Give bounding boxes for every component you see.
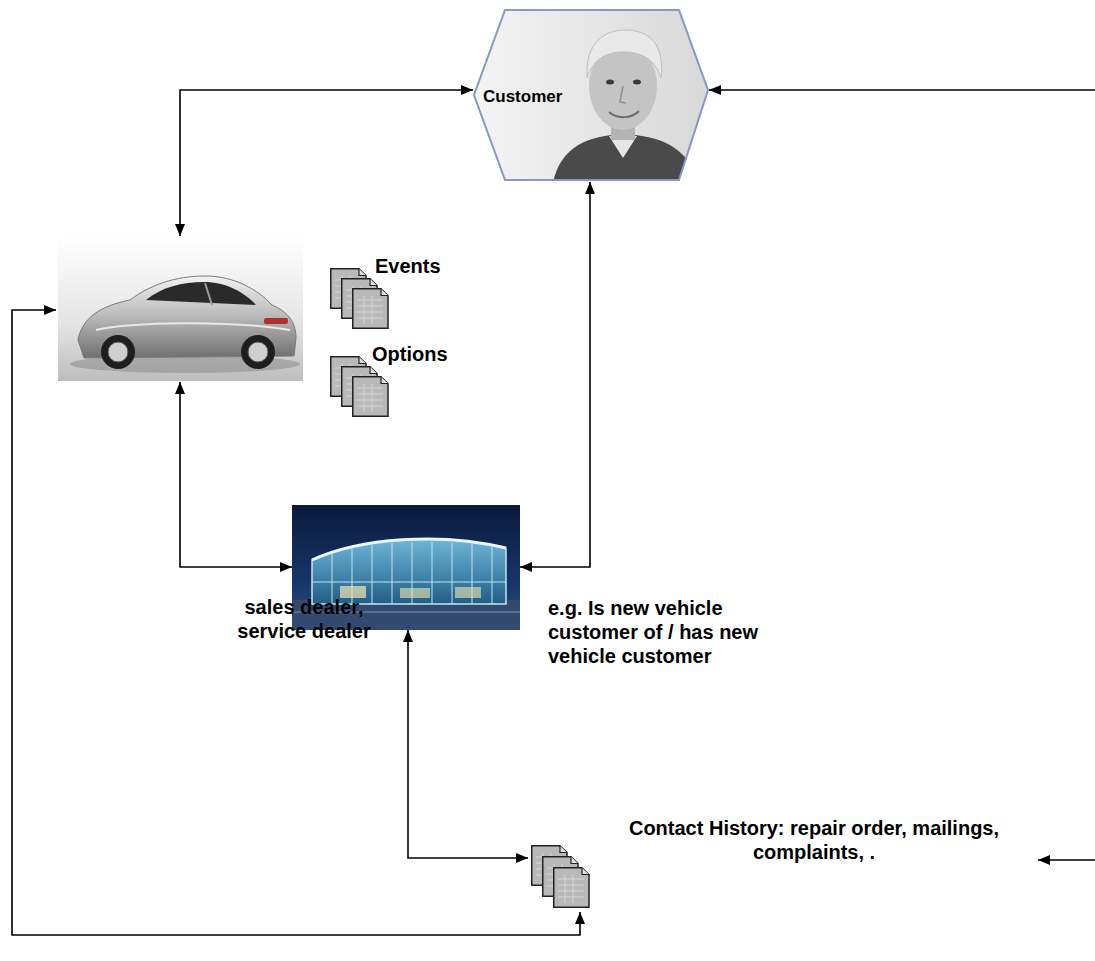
edge-label: e.g. Is new vehicle customer of / has ne… bbox=[548, 596, 793, 668]
node-text: Contact History: repair order, mailings,… bbox=[594, 816, 1034, 864]
contact-documents-icon bbox=[532, 846, 589, 908]
options-documents-icon bbox=[331, 357, 388, 417]
connector-arrow bbox=[520, 182, 590, 567]
node-text: Options bbox=[372, 342, 448, 366]
connector-arrow bbox=[12, 310, 580, 935]
node-text: sales dealer, service dealer bbox=[224, 595, 384, 643]
customer-hexagon: Customer bbox=[473, 8, 709, 182]
connector-arrow bbox=[180, 90, 473, 236]
node-text: Events bbox=[375, 254, 441, 278]
connector-arrow bbox=[180, 382, 292, 567]
car-picture bbox=[58, 237, 303, 381]
dealer-box: sales dealer, service dealer bbox=[292, 505, 520, 630]
connector-arrow bbox=[408, 630, 528, 858]
connector-arrow bbox=[709, 90, 1095, 860]
vehicle-box: EventsOptions bbox=[56, 236, 303, 382]
node-text: Customer bbox=[483, 87, 562, 107]
events-documents-icon bbox=[331, 269, 388, 329]
contact-history-box: Contact History: repair order, mailings,… bbox=[528, 815, 1038, 912]
